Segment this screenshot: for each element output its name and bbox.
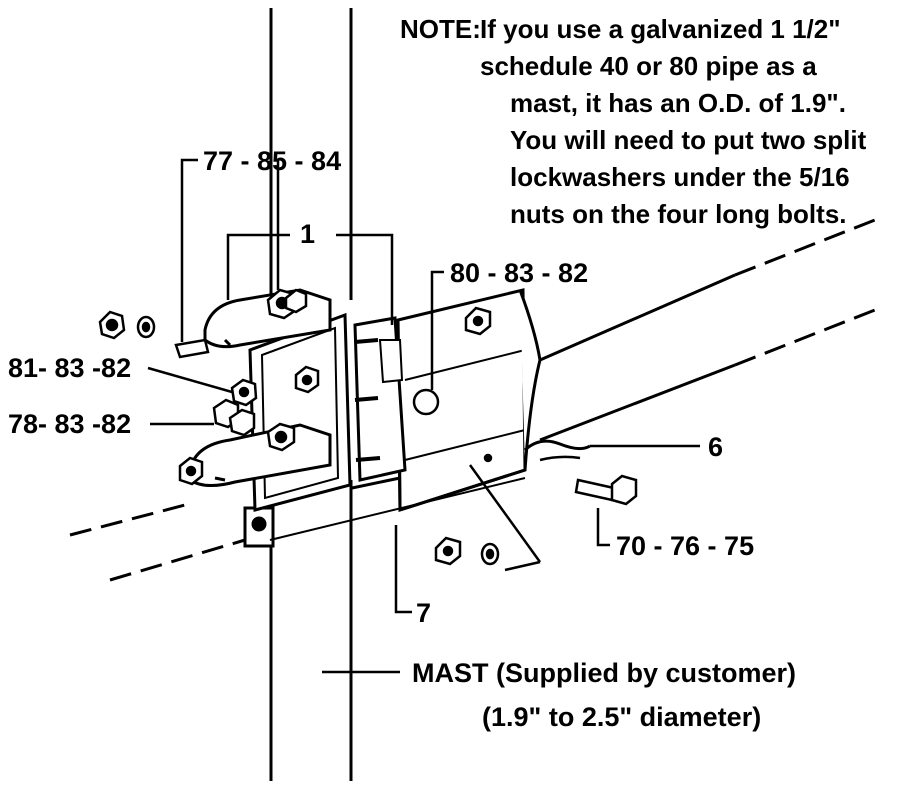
note-line-4: You will need to put two split <box>510 125 867 155</box>
note-block: NOTE: If you use a galvanized 1 1/2" sch… <box>400 14 867 229</box>
element-extensions <box>69 216 881 582</box>
label-80-83-82: 80 - 83 - 82 <box>450 258 588 288</box>
mast-caption: MAST (Supplied by customer) (1.9" to 2.5… <box>412 658 796 732</box>
note-line-1: If you use a galvanized 1 1/2" <box>480 14 841 44</box>
label-77-85-84: 77 - 85 - 84 <box>203 146 341 176</box>
label-1: 1 <box>300 219 315 249</box>
note-prefix: NOTE: <box>400 14 481 44</box>
label-78-83-82: 78- 83 -82 <box>8 409 131 439</box>
mast-diameter: (1.9" to 2.5" diameter) <box>482 702 761 732</box>
note-line-6: nuts on the four long bolts. <box>510 199 847 229</box>
leader-lines <box>147 158 700 674</box>
hardware <box>98 288 638 566</box>
label-6: 6 <box>708 432 723 462</box>
note-line-3: mast, it has an O.D. of 1.9". <box>510 88 846 118</box>
mast-title: MAST (Supplied by customer) <box>412 658 796 688</box>
label-7: 7 <box>416 598 431 628</box>
callout-labels: 77 - 85 - 84 1 80 - 83 - 82 81- 83 -82 7… <box>8 146 754 628</box>
label-81-83-82: 81- 83 -82 <box>8 353 131 383</box>
note-line-5: lockwashers under the 5/16 <box>510 162 850 192</box>
label-70-76-75: 70 - 76 - 75 <box>616 531 754 561</box>
note-line-2: schedule 40 or 80 pipe as a <box>480 51 817 81</box>
